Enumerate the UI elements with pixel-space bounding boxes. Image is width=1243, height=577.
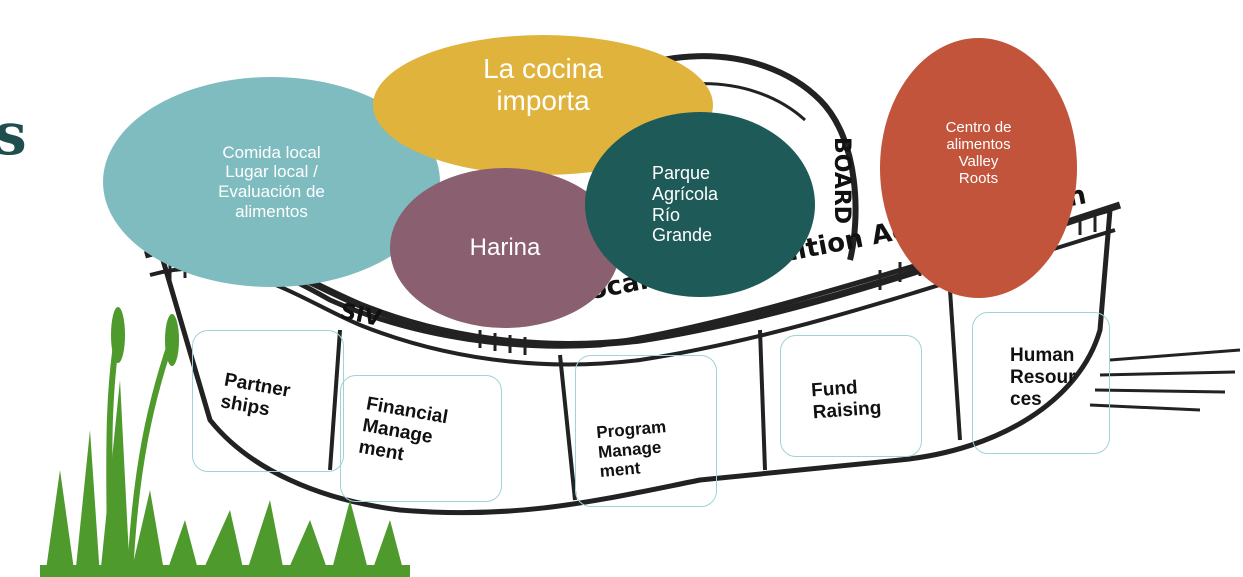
bubble-harina-text: Harina xyxy=(469,234,541,262)
box-outline-financial xyxy=(340,375,502,502)
bubble-centro-alimentos-text: Centro de alimentos Valley Roots xyxy=(945,118,1012,188)
box-outline-partnerships xyxy=(192,330,344,472)
bubble-comida-local-text: Comida local Lugar local / Evaluación de… xyxy=(218,142,325,221)
box-outline-fund xyxy=(780,335,922,457)
grass-base xyxy=(40,565,410,577)
basket-divider xyxy=(328,329,342,471)
reed-head xyxy=(111,307,125,363)
box-outline-program xyxy=(575,355,717,507)
basket-divider xyxy=(758,329,767,471)
reed-head xyxy=(165,314,179,366)
basket-divider xyxy=(558,354,577,501)
bubble-cocina-importa-text: La cocina importa xyxy=(483,52,603,116)
bubble-parque-agricola: Parque Agrícola Río Grande xyxy=(585,112,815,297)
basket-rim-inner xyxy=(149,228,1116,367)
bubble-harina: Harina xyxy=(390,168,620,328)
box-program: Program Manage ment xyxy=(595,417,667,482)
board-label: BOARD xyxy=(829,136,855,225)
bubble-parque-agricola-text: Parque Agrícola Río Grande xyxy=(651,163,719,246)
bubble-centro-alimentos: Centro de alimentos Valley Roots xyxy=(880,38,1077,298)
basket-divider xyxy=(948,289,962,441)
box-outline-human xyxy=(972,312,1110,454)
box-human: Human Resour ces xyxy=(1010,345,1076,410)
box-financial: Financial Manage ment xyxy=(357,393,450,465)
side-heading-fragment: s xyxy=(0,100,27,168)
basket-shadow xyxy=(1089,348,1241,412)
box-fund: Fund Raising xyxy=(810,377,883,424)
grass-illustration xyxy=(45,380,405,577)
bubble-cocina-importa: La cocina importa xyxy=(373,35,713,175)
